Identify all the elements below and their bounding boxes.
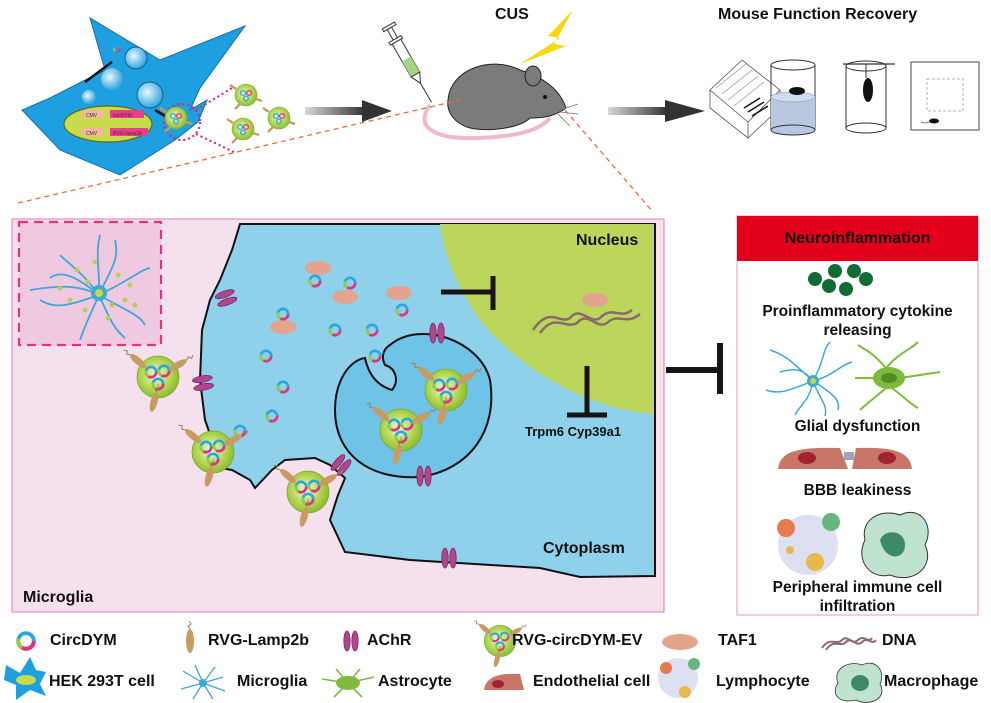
legend-dna: DNA — [882, 632, 917, 649]
mouse-icon — [422, 63, 579, 141]
nucleus — [440, 224, 655, 414]
recovery-label: Mouse Function Recovery — [718, 6, 918, 23]
legend-icons — [4, 618, 883, 703]
neuroinflammation-items: Proinflammatory cytokine releasing Glial… — [737, 0, 978, 703]
inhibit-symbol-1 — [441, 276, 496, 310]
lightning-icon — [520, 10, 573, 64]
item-cytokine-label: Proinflammatory cytokine releasing — [762, 303, 953, 339]
forced-swim-test-icon — [770, 59, 816, 136]
neuroinflammation-header: Neuroinflammation — [737, 216, 978, 261]
dna-strand — [531, 308, 641, 334]
zoom-line-right — [564, 109, 654, 213]
open-field-test-icon — [910, 61, 980, 131]
legend-hek-293t: HEK 293T cell — [49, 673, 155, 690]
flow-arrow-1 — [305, 100, 392, 122]
legend-astrocyte: Astrocyte — [378, 673, 452, 690]
immune-cell-icon — [777, 511, 929, 579]
behavior-tests — [709, 59, 980, 139]
cytokine-icon — [808, 264, 873, 296]
glia-astrocyte-icon — [855, 341, 941, 411]
nucleus-label: Nucleus — [576, 232, 639, 249]
inhibit-neuroinflammation — [666, 343, 723, 394]
legend-circdym: CircDYM — [50, 632, 117, 649]
syringe-icon — [381, 21, 432, 103]
hek-293t-cell: CMV circDYM CMV RVG-lamp2b — [21, 16, 247, 176]
endothelial-icon — [778, 447, 912, 469]
ev-zoom-callout — [158, 82, 297, 154]
neuroinflammation-title: Neuroinflammation — [784, 230, 931, 247]
microglia-panel-label: Microglia — [23, 589, 94, 606]
svg-text:RVG-lamp2b: RVG-lamp2b — [113, 131, 142, 137]
item-immune-label: Peripheral immune cell infiltration — [772, 579, 943, 615]
legend-rvg-lamp2b: RVG-Lamp2b — [208, 632, 310, 649]
cus-label: CUS — [495, 6, 529, 23]
legend-taf1: TAF1 — [718, 632, 757, 649]
zoom-line-left — [17, 99, 461, 204]
legend-macrophage: Macrophage — [884, 673, 979, 690]
svg-text:circDYM: circDYM — [113, 113, 132, 119]
legend-rvg-circdym-ev: RVG-circDYM-EV — [512, 632, 643, 649]
legend-microglia: Microglia — [237, 673, 308, 690]
microglia-panel — [11, 218, 665, 613]
target-genes-label: Trpm6 Cyp39a1 — [525, 424, 622, 439]
svg-text:CMV: CMV — [86, 113, 98, 119]
svg-text:CMV: CMV — [86, 131, 98, 137]
item-glial-label: Glial dysfunction — [794, 418, 921, 435]
legend-achr: AChR — [367, 632, 412, 649]
inhibit-symbol-2 — [567, 366, 607, 418]
neuroinflammation-panel — [736, 215, 979, 616]
tail-suspension-test-icon — [843, 60, 895, 134]
legend-lymphocyte: Lymphocyte — [716, 673, 810, 690]
legend-endothelial: Endothelial cell — [533, 673, 651, 690]
cytoplasm-label: Cytoplasm — [543, 540, 625, 557]
flow-arrow-2 — [608, 100, 705, 122]
item-bbb-label: BBB leakiness — [803, 482, 912, 499]
